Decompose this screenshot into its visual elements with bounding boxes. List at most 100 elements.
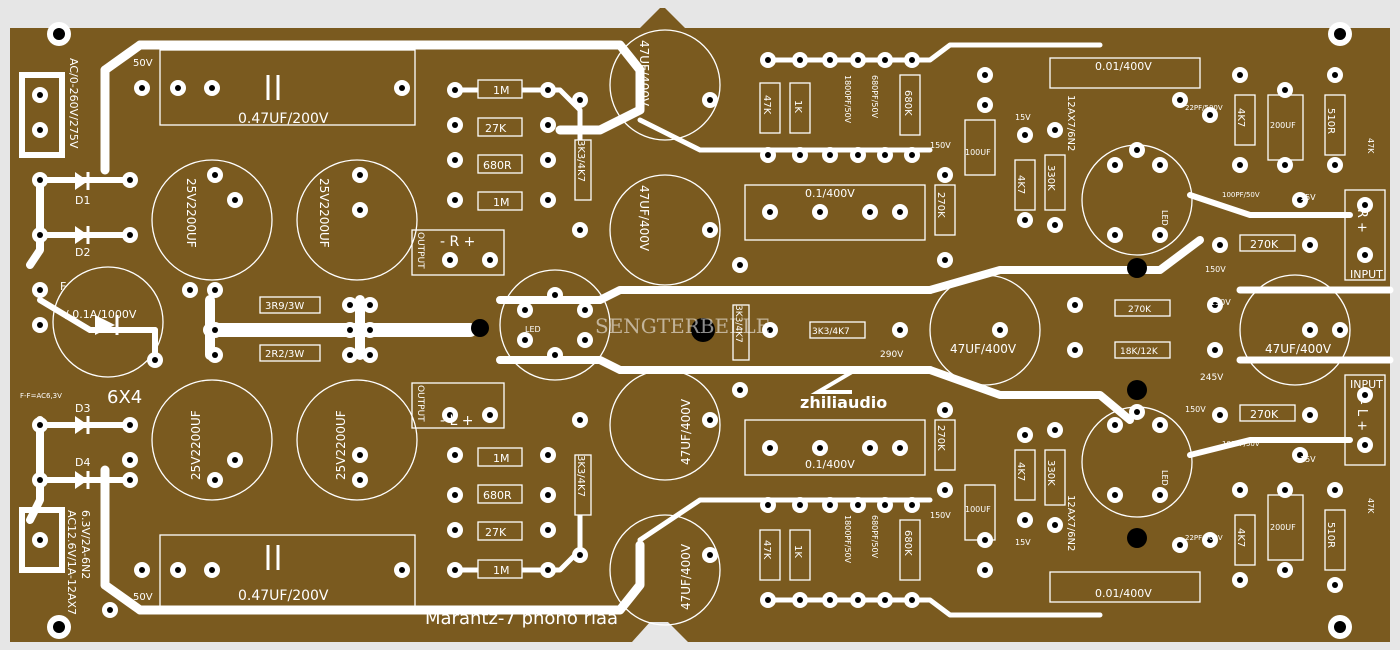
drill-hole [855, 152, 861, 158]
drill-hole [707, 552, 713, 558]
drill-hole [1157, 162, 1163, 168]
drill-hole [545, 452, 551, 458]
r-47k-right-bottom: 47K [1366, 498, 1375, 514]
mount-hole-r3 [1127, 528, 1147, 548]
drill-hole [1157, 232, 1163, 238]
r-3k3-mid: 3K3/4K7 [733, 305, 743, 343]
input-l-sign: - L + [1354, 400, 1369, 431]
c-100pf-top: 100PF/50V [1222, 191, 1260, 199]
led-center-label: LED [525, 325, 541, 334]
drill-hole [447, 412, 453, 418]
drill-hole [882, 152, 888, 158]
c47-outline-5 [929, 274, 1041, 386]
drill-hole [452, 157, 458, 163]
drill-hole [1052, 127, 1058, 133]
drill-hole [897, 445, 903, 451]
drill-hole [1307, 242, 1313, 248]
drill-hole [909, 152, 915, 158]
drill-hole [545, 197, 551, 203]
r-1m-top: 1M [493, 84, 510, 97]
drill-hole [909, 597, 915, 603]
label-150v-5: 150V [1210, 298, 1231, 307]
c-100uf-bottom: 100UF [965, 505, 991, 514]
r-47k-top: 47K [761, 95, 772, 115]
drill-hole [522, 337, 528, 343]
drill-hole [452, 452, 458, 458]
rect-outline [52, 266, 164, 378]
drill-hole [1237, 577, 1243, 583]
drill-hole [982, 567, 988, 573]
drill-hole [1072, 347, 1078, 353]
r-270k-b: 270K [935, 425, 946, 451]
drill-hole [212, 287, 218, 293]
drill-hole [707, 417, 713, 423]
drill-hole [737, 387, 743, 393]
r-18k: 18K/12K [1120, 347, 1159, 357]
d4-label: D4 [75, 456, 90, 469]
c47-outline-2 [609, 174, 721, 286]
drill-hole [357, 207, 363, 213]
solder-pads [32, 52, 1373, 618]
drill-hole [545, 157, 551, 163]
c-001-bottom: 0.01/400V [1095, 587, 1152, 600]
drill-hole [522, 307, 528, 313]
brand-logo [810, 370, 860, 394]
elec-outline-4 [296, 379, 418, 501]
drill-hole [545, 492, 551, 498]
drill-hole [1217, 242, 1223, 248]
drill-hole [127, 422, 133, 428]
c-100uf-top: 100UF [965, 148, 991, 157]
heater-note2: AC12.6V/1A-12AX7 [65, 510, 78, 615]
label-15v-3: 15V [1300, 193, 1316, 202]
drill-hole [37, 477, 43, 483]
drill-hole [942, 257, 948, 263]
drill-hole [855, 597, 861, 603]
drill-hole [552, 292, 558, 298]
drill-hole [1332, 487, 1338, 493]
drill-hole [1362, 442, 1368, 448]
output-r-sign: - R + [440, 234, 475, 250]
drill-hole [582, 337, 588, 343]
diode-d3 [75, 416, 88, 434]
r-510r-bottom: 510R [1325, 522, 1336, 548]
c-200uf-top: 200UF [1270, 121, 1296, 130]
drill-hole [1212, 347, 1218, 353]
drill-hole [552, 352, 558, 358]
drill-hole [212, 172, 218, 178]
drill-hole [209, 567, 215, 573]
c-1800pf-bottom: 1800PF/50V [843, 515, 852, 564]
c01-outline-top [744, 184, 926, 241]
drill-hole [107, 607, 113, 613]
drill-hole [827, 57, 833, 63]
drill-hole [487, 412, 493, 418]
drill-hole [545, 87, 551, 93]
drill-hole [797, 57, 803, 63]
drill-hole [1157, 492, 1163, 498]
drill-hole [942, 172, 948, 178]
drill-hole [982, 537, 988, 543]
c-47-right1: 47UF/400V [950, 342, 1017, 356]
drill-hole [357, 172, 363, 178]
drill-hole [767, 209, 773, 215]
c-680pf-bottom: 680PF/50V [870, 515, 879, 559]
drill-hole [1282, 567, 1288, 573]
r-330k-bottom: 330K [1045, 460, 1056, 486]
drill-hole [487, 257, 493, 263]
drill-hole [357, 477, 363, 483]
r-1m-low: 1M [493, 564, 510, 577]
label-245v: 245V [1200, 373, 1224, 383]
drill-hole [982, 72, 988, 78]
c001-outline-bottom [1049, 571, 1201, 603]
drill-hole [212, 477, 218, 483]
drill-hole [997, 327, 1003, 333]
c-01-bottom: 0.1/400V [805, 458, 855, 471]
drill-hole [1022, 132, 1028, 138]
component-outlines [52, 29, 1386, 626]
drill-hole [127, 232, 133, 238]
res-2r2-label: 2R2/3W [265, 349, 304, 360]
drill-hole [37, 537, 43, 543]
drill-hole [1112, 422, 1118, 428]
silkscreen-text: AC/0-260V/275V D1 D2 D3 D4 F / 0.1A/1000… [20, 40, 1383, 629]
drill-hole [882, 502, 888, 508]
elec-outline-3 [151, 379, 273, 501]
